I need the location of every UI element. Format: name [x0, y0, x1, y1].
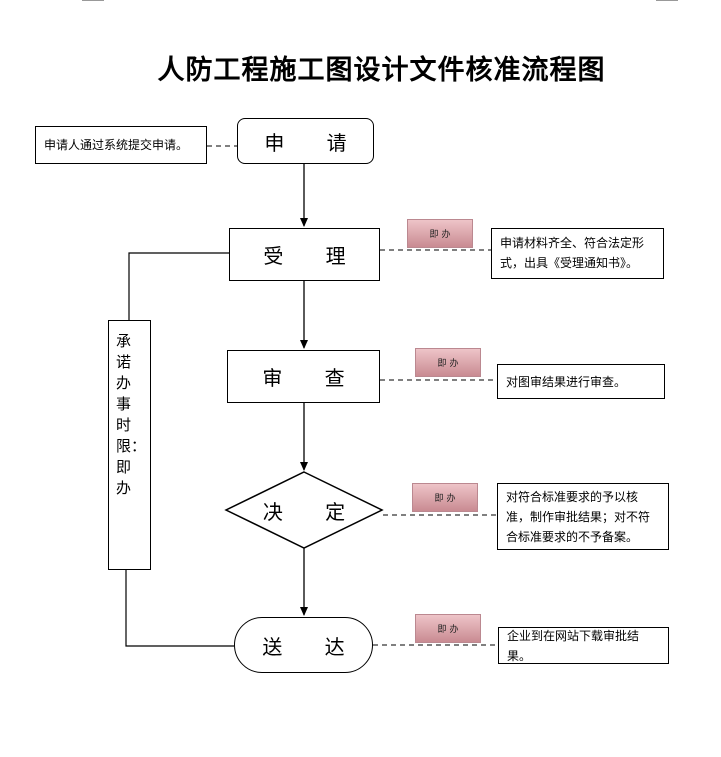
note-apply-text: 申请人通过系统提交申请。 — [44, 138, 189, 152]
note-review-text: 对图审结果进行审查。 — [506, 374, 627, 389]
page-title: 人防工程施工图设计文件核准流程图 — [157, 55, 606, 86]
badge-accept: 即办 — [407, 219, 473, 248]
note-decide-text: 对符合标准要求的予以核准，制作审批结果；对不符合标准要求的不予备案。 — [506, 490, 651, 544]
note-apply: 申请人通过系统提交申请。 — [35, 126, 207, 164]
step-accept: 受 理 — [229, 228, 380, 281]
note-review: 对图审结果进行审查。 — [497, 364, 665, 399]
step-decide: 决 定 — [226, 472, 382, 548]
time-limit-bracket-bottom — [125, 570, 234, 647]
badge-decide: 即办 — [412, 483, 478, 512]
step-decide-label: 决 定 — [262, 499, 364, 524]
time-limit-bracket-top — [128, 252, 229, 320]
note-accept-text: 申请材料齐全、符合法定形式，出具《受理通知书》。 — [500, 236, 645, 270]
step-review: 审 查 — [227, 350, 380, 403]
badge-decide-label: 即办 — [434, 494, 459, 504]
step-apply: 申 请 — [237, 118, 374, 164]
page-corner-mark-right — [656, 0, 678, 3]
decision-diamond — [224, 471, 384, 549]
badge-deliver-label: 即办 — [437, 625, 462, 635]
badge-deliver: 即办 — [415, 614, 481, 643]
time-limit-text: 承诺办事时限：即办 — [116, 332, 147, 497]
note-deliver-text: 企业到在网站下载审批结果。 — [507, 628, 640, 663]
badge-accept-label: 即办 — [429, 230, 454, 240]
step-deliver: 送 达 — [234, 617, 373, 673]
note-deliver: 企业到在网站下载审批结果。 — [498, 627, 669, 664]
time-limit-box: 承诺办事时限：即办 — [108, 320, 151, 570]
step-accept-label: 受 理 — [263, 244, 364, 268]
badge-review: 即办 — [415, 348, 481, 377]
step-apply-label: 申 请 — [264, 130, 365, 155]
step-deliver-label: 送 达 — [262, 634, 363, 659]
note-decide: 对符合标准要求的予以核准，制作审批结果；对不符合标准要求的不予备案。 — [497, 483, 669, 550]
page-corner-mark-left — [82, 0, 104, 3]
note-accept: 申请材料齐全、符合法定形式，出具《受理通知书》。 — [491, 228, 664, 279]
step-review-label: 审 查 — [262, 366, 363, 390]
badge-review-label: 即办 — [437, 359, 462, 369]
